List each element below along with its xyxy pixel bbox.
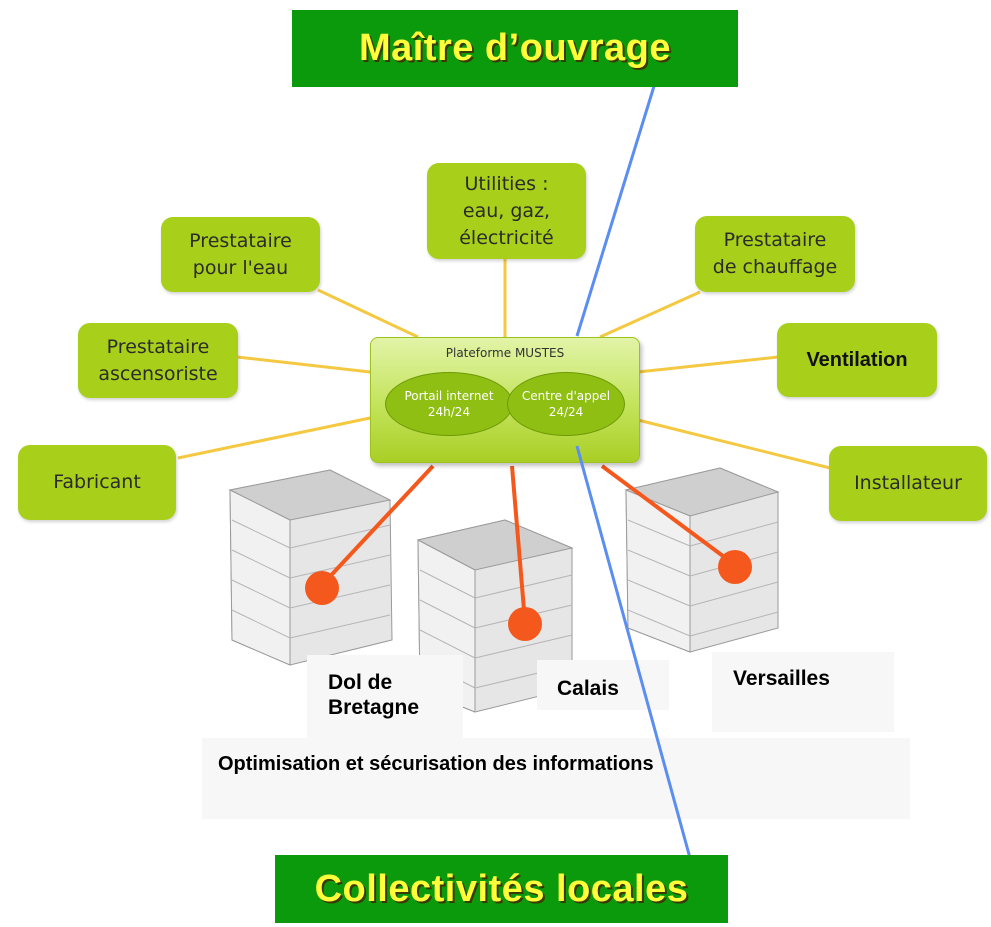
city-label-dol: Dol de Bretagne <box>328 671 420 719</box>
marker-dol <box>305 571 339 605</box>
banner-collectivites-text: Collectivités locales <box>314 867 689 910</box>
node-installateur: Installateur <box>829 446 987 521</box>
city-label-calais: Calais <box>557 677 619 700</box>
city-label-versailles: Versailles <box>733 667 830 690</box>
spoke-prestataire-chauffage <box>599 290 701 339</box>
oval-portail-internet: Portail internet 24h/24 <box>385 372 513 436</box>
marker-versailles <box>718 550 752 584</box>
node-utilities: Utilities : eau, gaz, électricité <box>427 163 586 259</box>
platform-title: Plateforme MUSTES <box>445 346 565 360</box>
node-prestataire-ascensoriste: Prestataire ascensoriste <box>78 323 238 398</box>
spoke-ventilation <box>637 355 779 374</box>
spoke-fabricant <box>177 416 371 460</box>
building-dol <box>228 469 393 666</box>
blue-line-bottom <box>575 445 692 859</box>
platform-box: Plateforme MUSTES Portail internet 24h/2… <box>370 337 640 463</box>
spoke-installateur <box>637 418 831 470</box>
link-dol <box>320 464 435 587</box>
link-versailles <box>600 464 737 567</box>
banner-collectivites: Collectivités locales <box>275 855 728 923</box>
caption-text: Optimisation et sécurisation des informa… <box>218 753 654 775</box>
marker-calais <box>508 607 542 641</box>
blue-line-top <box>575 82 657 337</box>
node-prestataire-chauffage: Prestataire de chauffage <box>695 216 855 292</box>
city-box-versailles <box>712 652 894 732</box>
spokes <box>177 258 831 470</box>
spoke-ascensoriste <box>236 355 371 374</box>
banner-maitre-ouvrage: Maître d’ouvrage <box>292 10 738 87</box>
city-box-dol <box>307 655 463 738</box>
oval-centre-appel: Centre d'appel 24/24 <box>507 372 625 436</box>
banner-maitre-ouvrage-text: Maître d’ouvrage <box>358 27 672 69</box>
link-calais <box>510 465 527 623</box>
caption-box <box>202 738 910 819</box>
spoke-prestataire-eau <box>317 288 419 339</box>
node-ventilation: Ventilation <box>777 323 937 397</box>
node-prestataire-eau: Prestataire pour l'eau <box>161 217 320 292</box>
orange-links <box>320 464 737 623</box>
node-fabricant: Fabricant <box>18 445 176 520</box>
